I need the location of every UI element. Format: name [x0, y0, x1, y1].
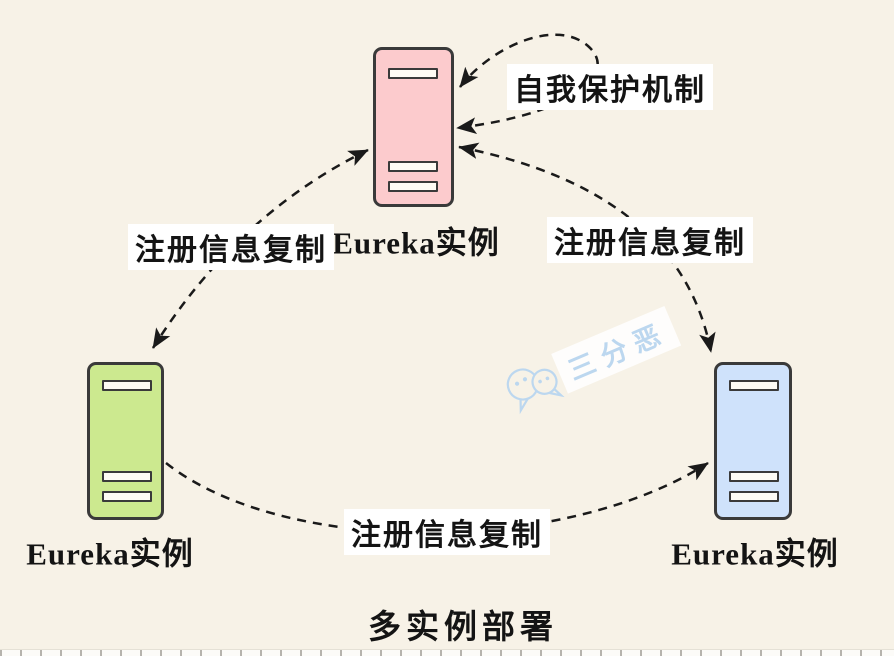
server-slot — [102, 491, 152, 502]
edge-label-self-protection: 自我保护机制 — [507, 64, 713, 110]
wechat-bubbles-icon — [506, 368, 565, 415]
server-slot — [388, 181, 438, 192]
server-slot — [102, 380, 152, 391]
node-label-left: Eureka实例 — [26, 536, 194, 572]
node-eureka-left — [87, 362, 164, 520]
server-slot — [388, 68, 438, 79]
diagram-title: 多实例部署 — [368, 610, 558, 646]
edge-label-replication-bottom: 注册信息复制 — [344, 509, 550, 555]
node-eureka-right — [714, 362, 792, 520]
node-eureka-top — [373, 47, 454, 207]
edge-replication-top-right — [458, 142, 716, 353]
edge-label-replication-left: 注册信息复制 — [128, 224, 334, 270]
edge-label-replication-right: 注册信息复制 — [547, 217, 753, 263]
server-slot — [729, 380, 779, 391]
server-slot — [729, 491, 779, 502]
watermark: 三分恶 — [495, 300, 683, 422]
server-slot — [729, 471, 779, 482]
server-slot — [102, 471, 152, 482]
node-label-top: Eureka实例 — [332, 225, 500, 261]
node-label-right: Eureka实例 — [671, 536, 839, 572]
canvas-ruler-strip — [0, 649, 894, 656]
edge-self-protection-loop — [456, 33, 599, 134]
server-slot — [388, 161, 438, 172]
